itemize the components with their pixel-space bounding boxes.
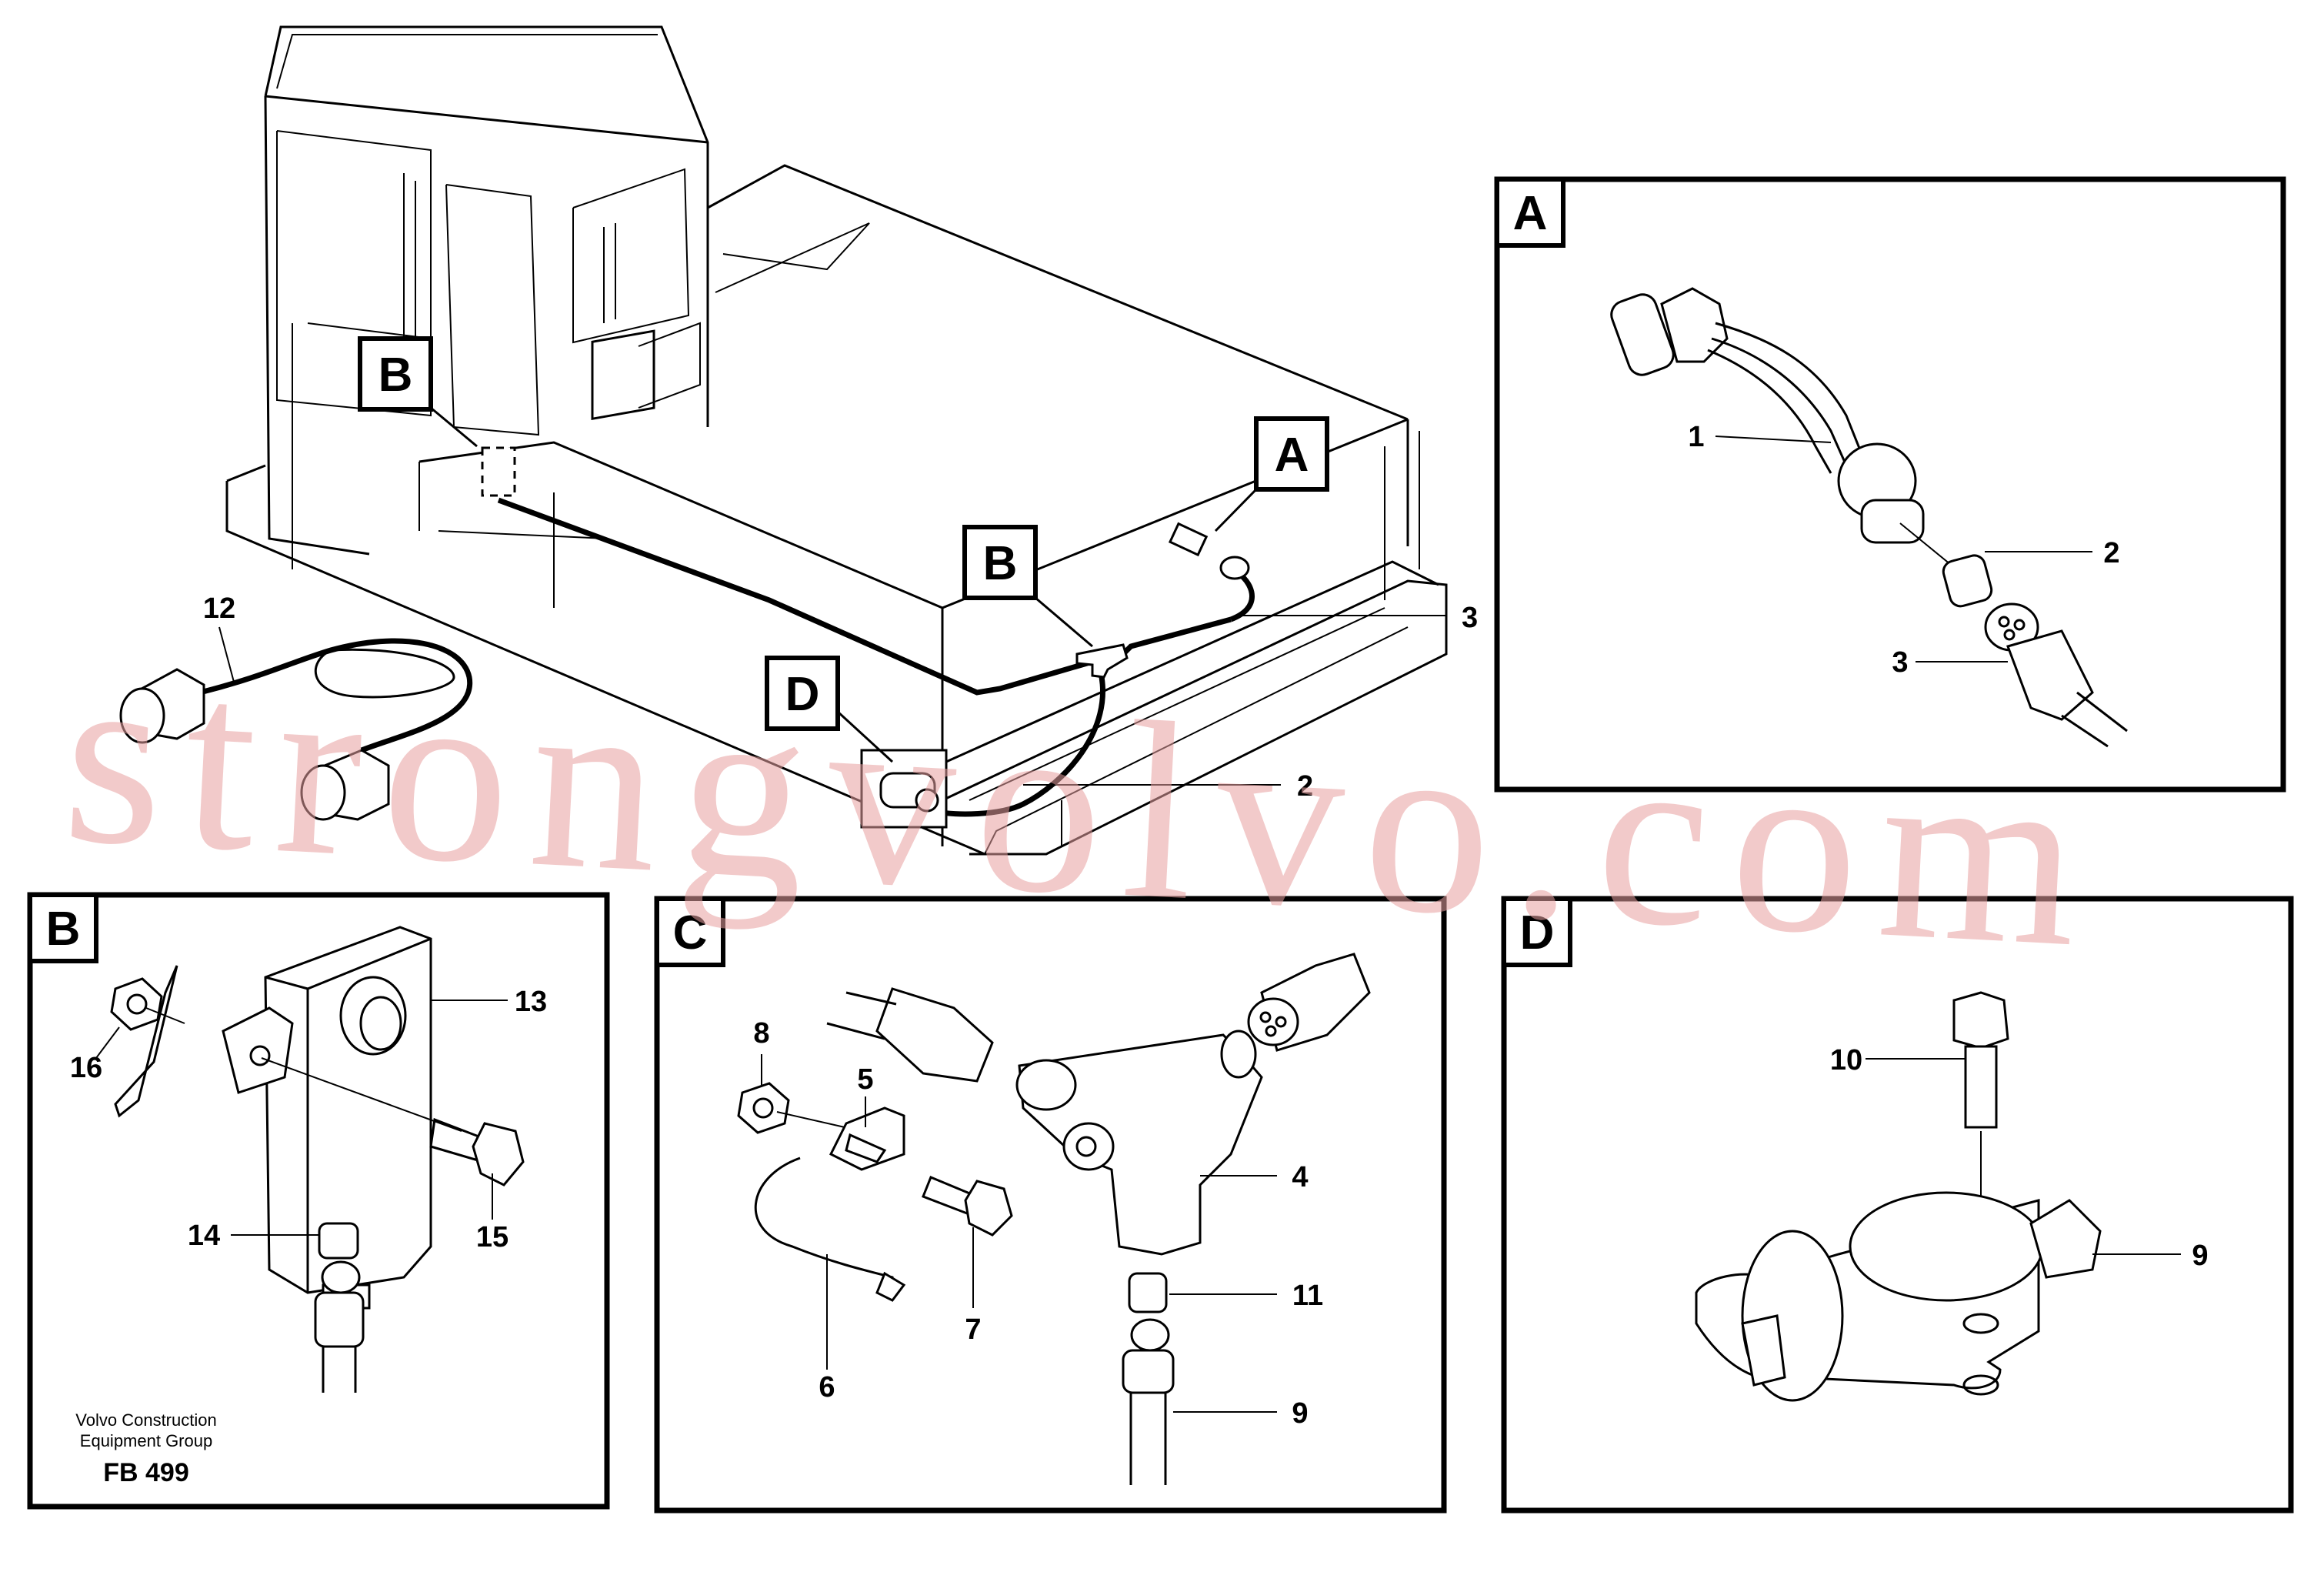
panel-a-1-label: 1 <box>1688 421 1704 453</box>
socket-d-icon <box>860 749 948 829</box>
footer-block: Volvo Construction Equipment Group FB 49… <box>75 1410 216 1487</box>
cab-drawing <box>264 25 709 569</box>
panel-c-callout-4: 4 <box>1200 1161 1309 1193</box>
connector-b-icon <box>314 1260 365 1393</box>
panel-b: B <box>27 892 610 1510</box>
panel-b-label: B <box>46 903 81 956</box>
panel-b-14-label: 14 <box>188 1220 220 1252</box>
pressure-sensor-icon <box>1168 522 1250 580</box>
panel-c-callout-9: 9 <box>1173 1397 1309 1430</box>
tag-b-tank-label: B <box>983 537 1018 590</box>
extension-cable-item-12: 12 <box>119 592 473 821</box>
machine-overview: B A B D 3 2 12 <box>119 25 1478 856</box>
bolt-10-icon <box>1952 991 2009 1362</box>
nut-16-icon <box>110 977 163 1031</box>
panel-a-callout-1: 1 <box>1688 421 1832 453</box>
panel-b-callout-14: 14 <box>188 1220 319 1252</box>
y-junction-icon <box>1075 643 1129 679</box>
panel-a-label: A <box>1513 187 1548 240</box>
panel-b-callout-16: 16 <box>70 1026 120 1084</box>
bolt-7-icon <box>922 1176 1013 1237</box>
tag-b-cab-label: B <box>378 349 413 402</box>
tag-b-cab[interactable]: B <box>358 336 478 448</box>
panel-b-15-label: 15 <box>476 1221 508 1253</box>
panel-c-8-label: 8 <box>753 1017 769 1050</box>
callout-12-label: 12 <box>203 592 235 625</box>
bolt-15-icon <box>429 1117 525 1186</box>
panel-a-2-label: 2 <box>2103 537 2119 569</box>
panel-a: A 1 2 3 <box>1494 176 2286 793</box>
cable-plug-left-icon <box>826 987 994 1083</box>
panel-d: D 10 9 <box>1501 896 2294 1514</box>
panel-c-callout-6: 6 <box>819 1254 835 1403</box>
tag-a-label: A <box>1275 429 1309 482</box>
callout-2-label: 2 <box>1297 770 1313 803</box>
tag-b-tank[interactable]: B <box>962 525 1093 648</box>
callout-3-label: 3 <box>1462 602 1478 634</box>
panel-c-11-label: 11 <box>1292 1280 1323 1312</box>
panel-d-label: D <box>1520 906 1555 960</box>
panel-c: C <box>654 896 1447 1514</box>
footer-line-1: Volvo Construction <box>75 1410 216 1430</box>
pressure-sensor-detail-icon <box>1610 287 2128 748</box>
panel-b-callout-15: 15 <box>476 1173 508 1253</box>
panel-d-9-label: 9 <box>2192 1240 2208 1272</box>
tag-d[interactable]: D <box>765 656 894 763</box>
tag-d-label: D <box>785 668 820 721</box>
plug-right-icon <box>300 749 390 821</box>
tag-a[interactable]: A <box>1214 416 1329 532</box>
harness-wiring <box>481 446 1255 829</box>
socket-housing-icon <box>222 926 432 1310</box>
panel-b-16-label: 16 <box>70 1052 102 1084</box>
panel-c-callout-11: 11 <box>1169 1280 1323 1312</box>
panel-c-9-label: 9 <box>1292 1397 1308 1430</box>
panel-c-7-label: 7 <box>965 1313 981 1346</box>
panel-a-callout-3: 3 <box>1892 646 2008 679</box>
y-splitter-icon <box>1015 1030 1263 1256</box>
footer-line-2: Equipment Group <box>80 1431 212 1450</box>
panel-c-6-label: 6 <box>819 1371 835 1403</box>
panel-d-callout-10: 10 <box>1830 1044 1966 1076</box>
bracket-edge-icon <box>114 965 178 1118</box>
panel-a-3-label: 3 <box>1892 646 1908 679</box>
panel-c-5-label: 5 <box>857 1063 873 1096</box>
footer-code: FB 499 <box>103 1458 189 1487</box>
panel-c-4-label: 4 <box>1292 1161 1308 1193</box>
nut-8-icon <box>737 1082 790 1134</box>
cable-plug-right-icon <box>1247 953 1371 1052</box>
panel-c-callout-7: 7 <box>965 1227 982 1346</box>
cable-tie-6-icon <box>754 1156 906 1302</box>
panel-b-13-label: 13 <box>515 986 547 1018</box>
panel-a-callout-2: 2 <box>1985 537 2120 569</box>
socket-d-detail-icon <box>1695 1191 2102 1402</box>
panel-d-callout-9: 9 <box>2092 1240 2209 1272</box>
plug-left-icon <box>119 668 205 744</box>
overview-callout-3: 3 <box>1239 602 1478 634</box>
seal-14-icon <box>318 1222 359 1260</box>
panel-b-callout-13: 13 <box>431 986 547 1018</box>
panel-c-callout-5: 5 <box>857 1063 874 1127</box>
seal-11-icon <box>1128 1272 1168 1313</box>
panel-d-10-label: 10 <box>1830 1044 1862 1076</box>
overview-callout-2: 2 <box>1023 770 1313 803</box>
panel-c-label: C <box>673 906 708 960</box>
panel-c-callout-8: 8 <box>753 1017 770 1085</box>
clip-5-icon <box>829 1106 905 1171</box>
connector-c-icon <box>1122 1318 1175 1485</box>
